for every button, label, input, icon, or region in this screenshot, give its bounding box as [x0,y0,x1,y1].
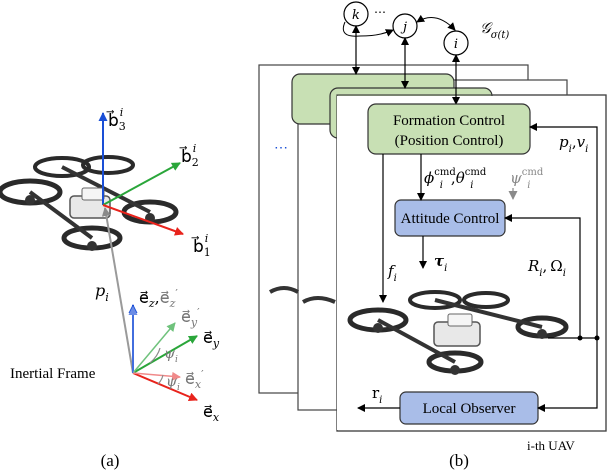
left-panel: b⃗3i b⃗2i b⃗1i pi ψi ψi e⃗z,e⃗z′ e⃗y′ e⃗… [0,106,220,470]
psi-label-lower: ψi [166,374,180,393]
ey-prime-axis [132,322,176,374]
position-feedback-arrow [529,123,598,338]
graph-node-k-label: k [352,8,360,23]
graph-edge-k-j [342,21,394,37]
formation-control-line1: Formation Control [393,113,505,129]
graph-node-i-label: i [454,37,458,52]
formation-control-line2: (Position Control) [395,133,504,149]
observer-input-arrow [537,338,598,412]
uav-label: i-th UAV [527,438,575,453]
position-vector [101,207,134,374]
position-label: pi [95,281,109,304]
torque-label: τi [434,252,447,274]
b2-label: b⃗2i [180,142,199,169]
right-panel: ⋯ k j i ⋯ 𝒢σ(t) Formation Control (Posit… [258,1,607,470]
junction-1 [577,335,583,341]
inertial-frame-label: Inertial Frame [10,366,96,382]
yaw-arc-upper [149,347,161,364]
ex-prime-axis [132,371,181,381]
ex-axis [132,372,198,402]
attitude-feedback-arrow [504,214,581,338]
drone-fragment-back-1 [302,296,336,304]
graph-label: 𝒢σ(t) [480,19,509,41]
b1-label: b⃗1i [192,232,211,259]
b3-label: b⃗3i [107,106,126,133]
stack-ellipsis: ⋯ [274,140,288,156]
ex-prime-label: e⃗x′ [185,368,204,391]
drone-uav-image [347,290,569,375]
caption-a: (a) [101,451,120,470]
graph-edge-j-i [416,14,456,31]
psi-label-upper: ψi [164,346,178,365]
ez-label: e⃗z,e⃗z′ [139,287,178,310]
ey-label: e⃗y [203,328,220,350]
thrust-label: fi [387,262,397,284]
drone-body-frame-image [0,155,179,251]
graph-node-j-label: j [400,20,407,35]
observer-output-label: ri [372,384,382,406]
b1-axis [102,204,184,236]
attitude-feedback-label: Ri,Ωi [527,257,566,279]
caption-b: (b) [449,451,469,470]
drone-fragment-back-2 [269,286,299,294]
ey-axis [132,335,198,374]
ey-prime-label: e⃗y′ [181,306,200,329]
yaw-arc-lower [157,374,164,385]
local-observer-label: Local Observer [423,401,516,417]
b2-axis [102,162,181,206]
attitude-control-label: Attitude Control [401,211,500,227]
ex-label: e⃗x [203,402,220,424]
position-feedback-label: pi,vi [559,133,588,155]
graph-ellipsis: ⋯ [374,5,386,19]
